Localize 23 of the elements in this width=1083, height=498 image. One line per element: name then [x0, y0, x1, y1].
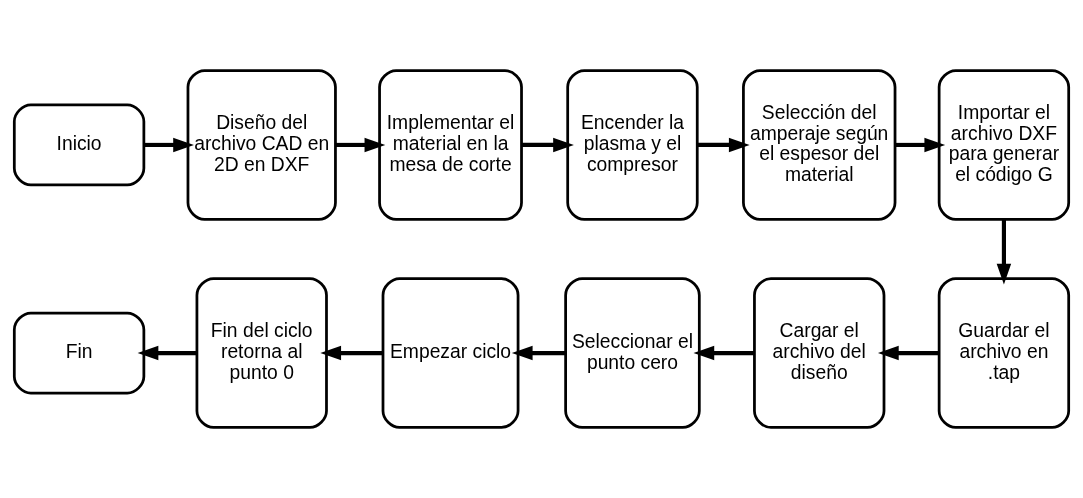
arrow [895, 137, 946, 153]
arrow [511, 345, 566, 361]
node-box: Fin del ciclo retorna al punto 0 [195, 277, 328, 429]
arrow [693, 345, 755, 361]
arrow [137, 345, 197, 361]
node-box: Importar el archivo DXF para generar el código G [937, 69, 1071, 221]
node-box: Implementar el material en la mesa de corte [378, 69, 523, 221]
node-box: Encender la plasma y el compresor [566, 69, 699, 221]
arrow [320, 345, 383, 361]
arrow [143, 137, 194, 153]
node-box: Guardar el archivo en .tap [937, 277, 1071, 429]
node-box: Seleccionar el punto cero [564, 277, 701, 429]
arrow [335, 137, 386, 153]
node-box: Cargar el archivo del diseño [753, 277, 886, 429]
arrow [878, 345, 939, 361]
arrow [697, 137, 750, 153]
node-box: Selección del amperaje según el espesor del material [742, 69, 897, 221]
node-box: Inicio [12, 103, 146, 187]
node-box: Diseño del archivo CAD en 2D en DXF [186, 69, 337, 221]
node-box: Empezar ciclo [381, 277, 520, 429]
arrow [996, 219, 1012, 285]
node-box: Fin [12, 311, 146, 395]
arrow [521, 137, 574, 153]
